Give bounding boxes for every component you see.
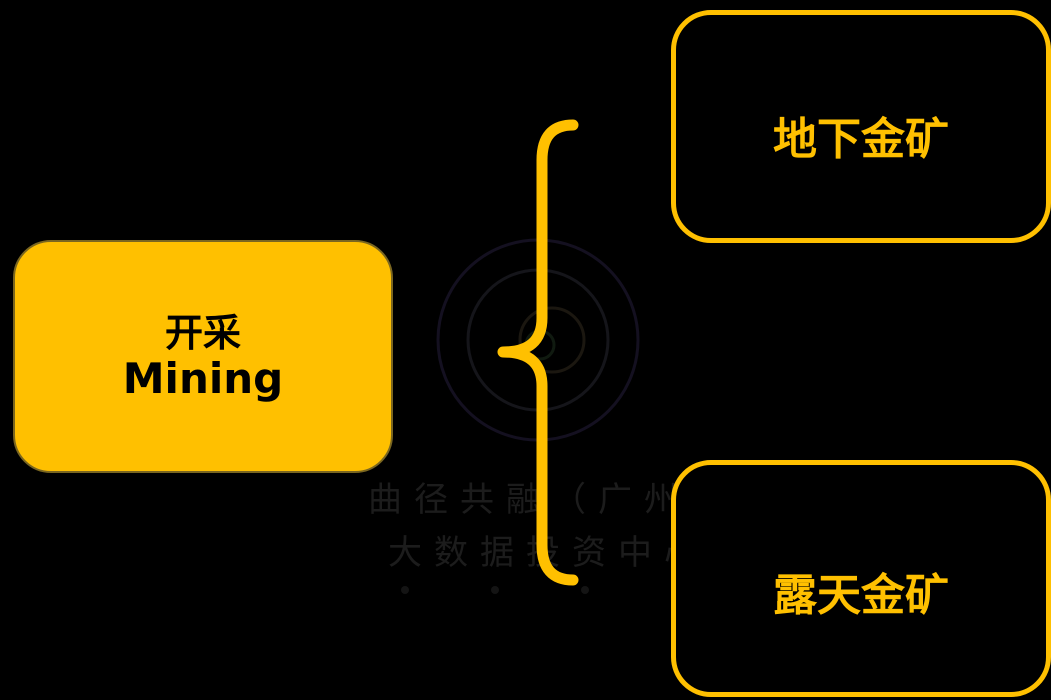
child-label-open-pit: 露天金矿 bbox=[773, 570, 949, 621]
child-label-underground: 地下金矿 bbox=[773, 114, 949, 165]
child-node-underground-gold-mine: 地下金矿 bbox=[671, 10, 1051, 243]
root-node-mining: 开采 Mining bbox=[13, 240, 393, 473]
root-label-cn: 开采 bbox=[164, 310, 241, 355]
child-node-open-pit-gold-mine: 露天金矿 bbox=[671, 460, 1051, 697]
root-label-en: Mining bbox=[122, 353, 284, 403]
